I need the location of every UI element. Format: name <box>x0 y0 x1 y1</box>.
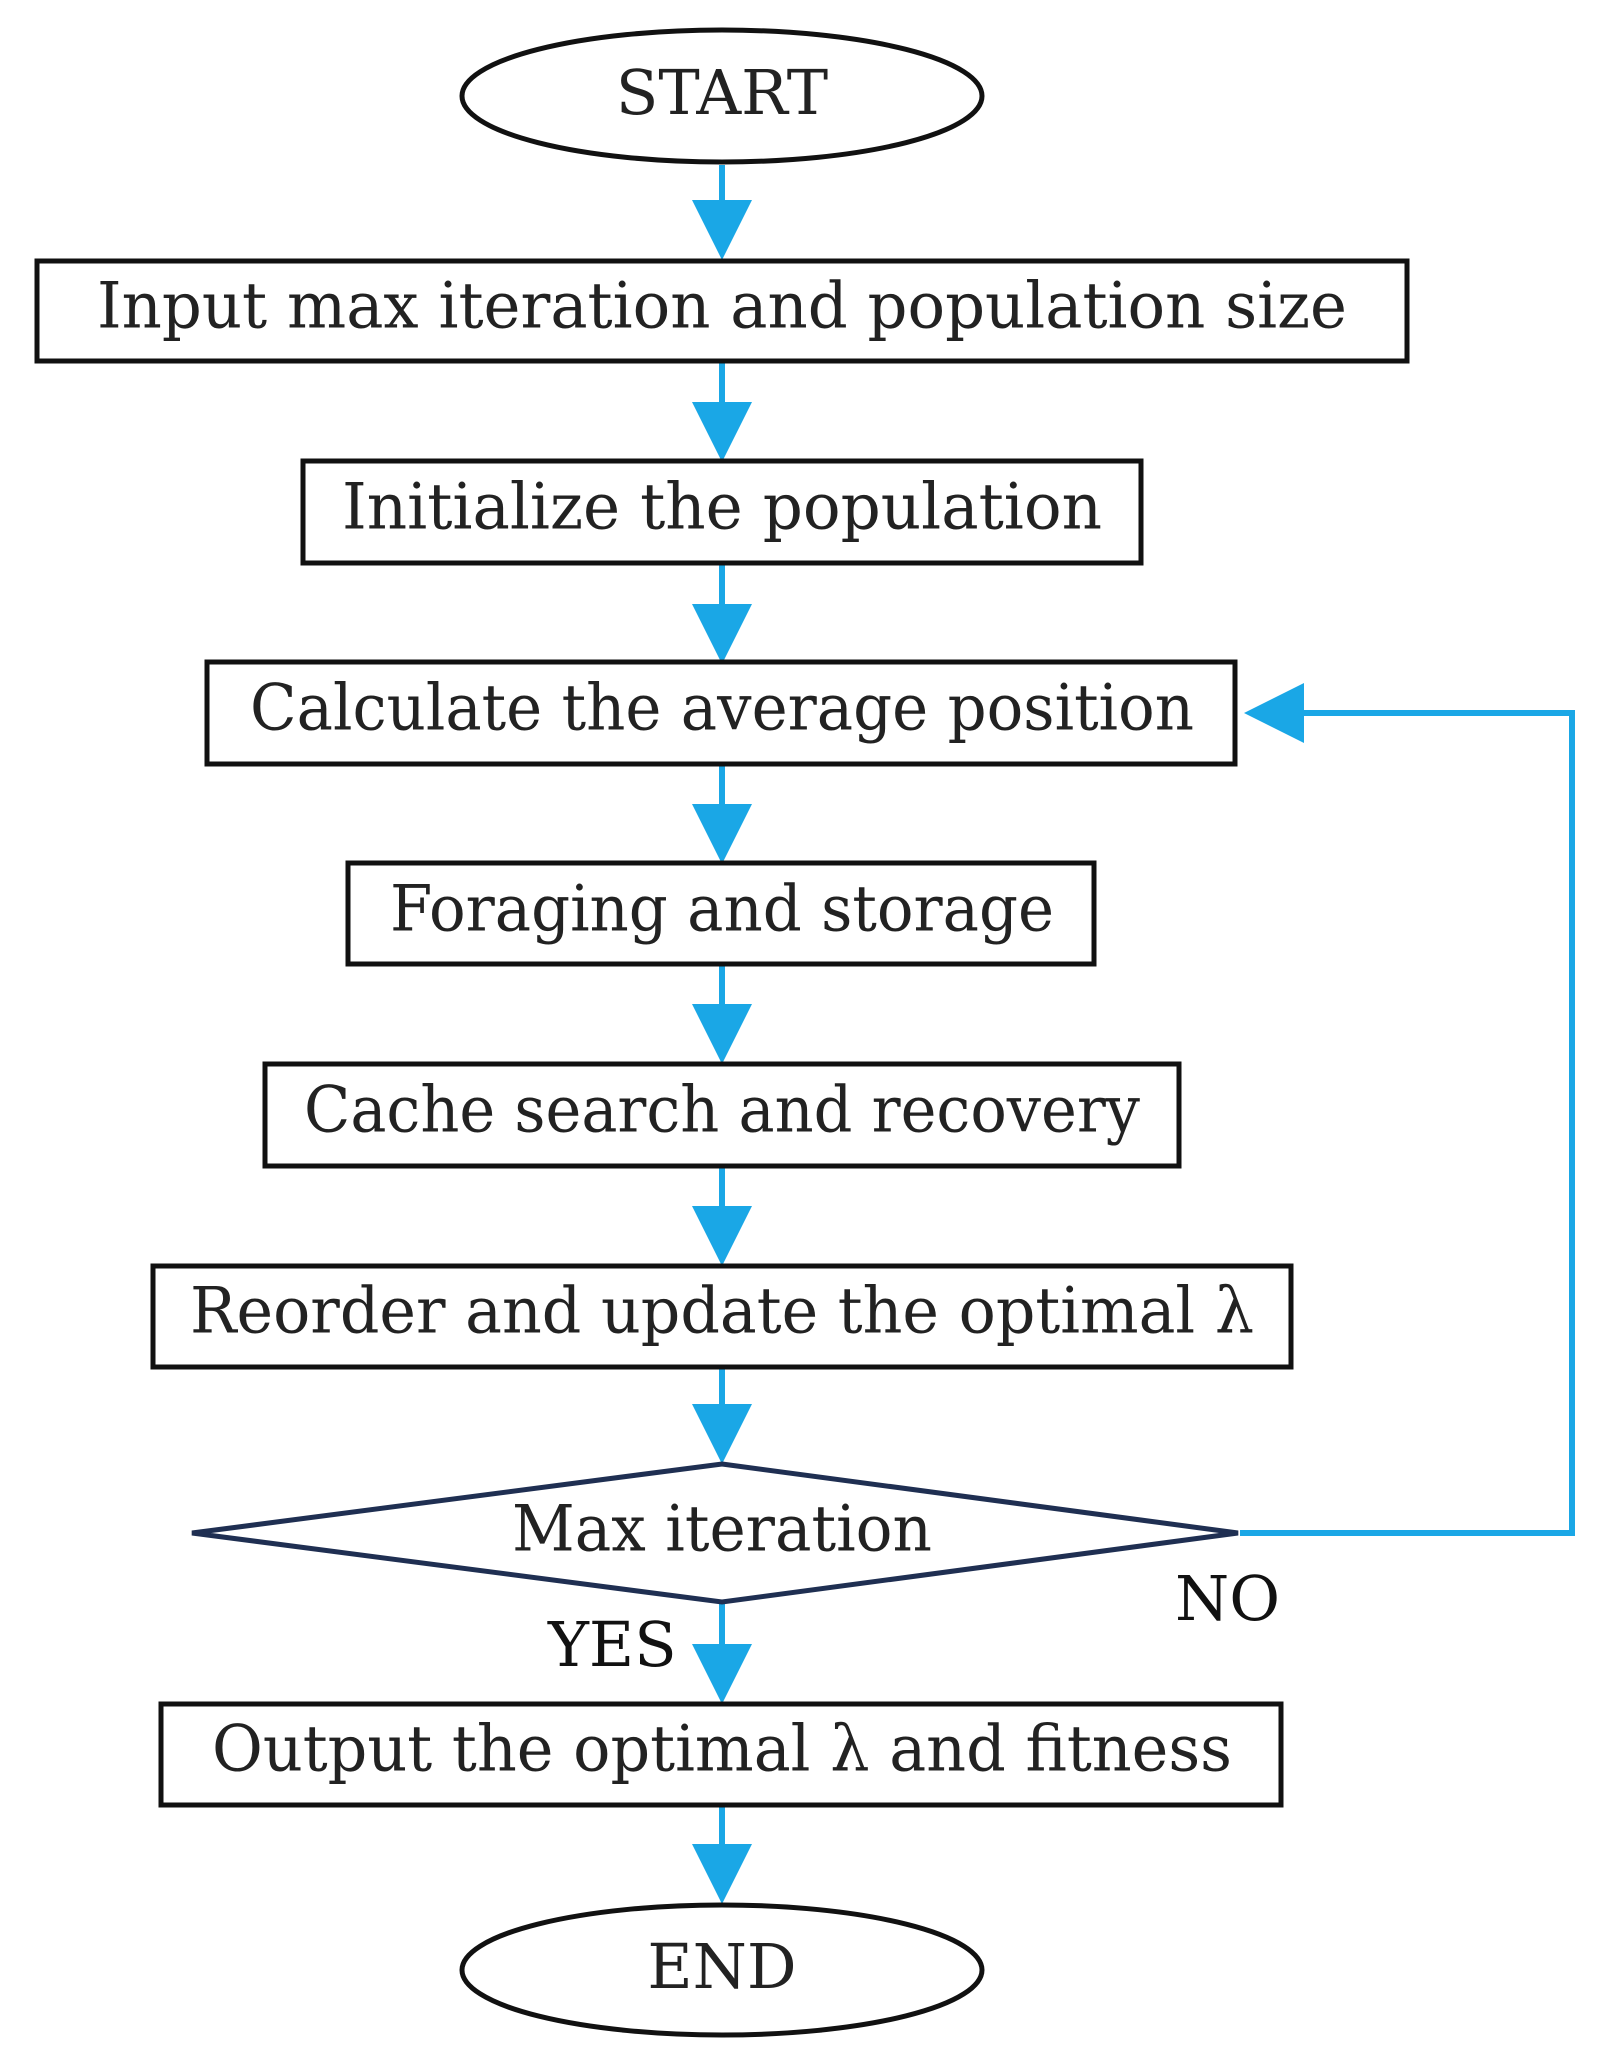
output-node: Output the optimal λ and fitness <box>158 1701 1284 1808</box>
connectors <box>692 165 1575 1904</box>
input-label: Input max iteration and population size <box>97 270 1347 344</box>
reorder-node: Reorder and update the optimal λ <box>150 1263 1294 1370</box>
start-node: START <box>459 27 985 165</box>
reorder-label: Reorder and update the optimal λ <box>190 1275 1254 1349</box>
foraging-label: Foraging and storage <box>390 873 1054 947</box>
end-node: END <box>459 1902 985 2038</box>
foraging-node: Foraging and storage <box>345 860 1097 967</box>
cache-node: Cache search and recovery <box>262 1061 1182 1169</box>
start-label: START <box>616 56 828 129</box>
end-label: END <box>647 1930 796 2003</box>
yes-label: YES <box>547 1608 677 1681</box>
cache-label: Cache search and recovery <box>304 1074 1140 1148</box>
average-node: Calculate the average position <box>204 659 1238 767</box>
no-label: NO <box>1175 1562 1280 1635</box>
average-label: Calculate the average position <box>250 672 1194 746</box>
decision-label: Max iteration <box>512 1493 932 1567</box>
output-label: Output the optimal λ and fitness <box>212 1713 1232 1787</box>
decision-node: Max iteration <box>191 1461 1239 1605</box>
input-node: Input max iteration and population size <box>34 258 1410 364</box>
init-node: Initialize the population <box>300 458 1144 566</box>
arrow-decision-no-loop <box>1240 683 1575 1536</box>
init-label: Initialize the population <box>342 471 1102 545</box>
